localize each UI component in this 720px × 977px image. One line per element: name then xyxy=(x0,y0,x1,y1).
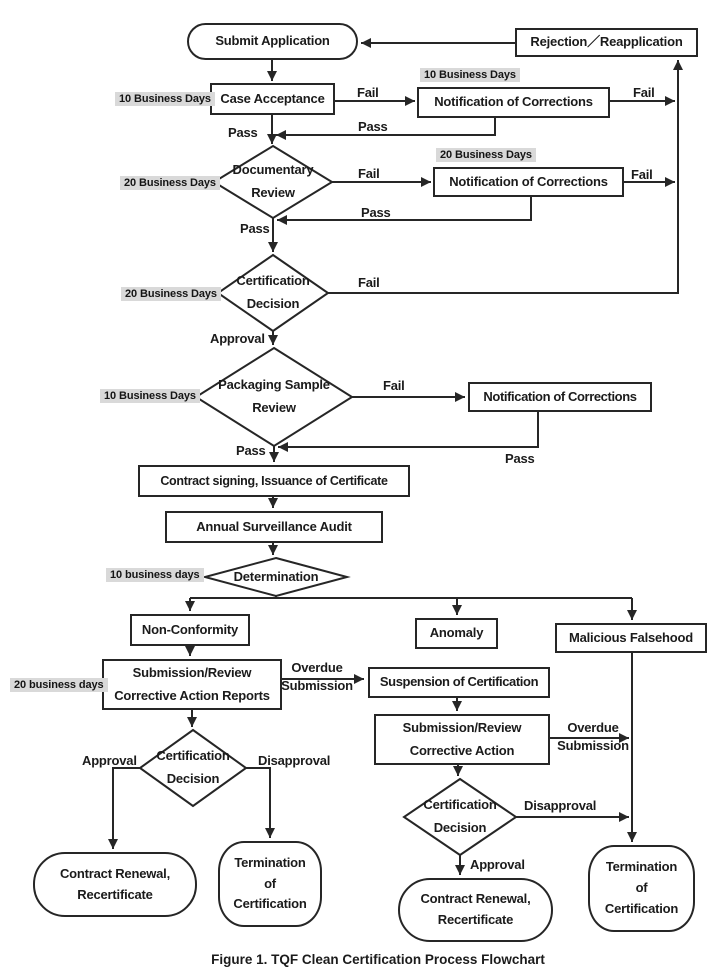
label-fail-case: Fail xyxy=(357,85,379,100)
node-suspension-of-certification: Suspension of Certification xyxy=(368,667,550,698)
node-corrective-action-reports: Submission/Review Corrective Action Repo… xyxy=(102,659,282,710)
node-malicious-falsehood: Malicious Falsehood xyxy=(555,623,707,653)
edge-certdec-fail-to-rejection xyxy=(328,60,683,294)
certification-decision-top-diamond xyxy=(216,253,330,333)
label-overdue-submission-2: Overdue Submission xyxy=(557,720,629,753)
edge-determination-branch xyxy=(190,595,632,599)
duration-determination: 10 business days xyxy=(106,568,204,582)
node-notification-of-corrections-3: Notification of Corrections xyxy=(468,382,652,412)
figure-caption: Figure 1. TQF Clean Certification Proces… xyxy=(211,952,545,967)
label-pass-return-notif2: Pass xyxy=(361,205,391,220)
node-anomaly: Anomaly xyxy=(415,618,498,649)
edge-notif3-pass-return xyxy=(278,412,539,452)
edge-certdec-left-approval xyxy=(108,767,140,849)
documentary-review-diamond xyxy=(212,144,334,220)
node-notification-of-corrections-2: Notification of Corrections xyxy=(433,167,624,197)
node-contract-renewal-left: Contract Renewal, Recertificate xyxy=(33,852,197,917)
label-fail-notif1: Fail xyxy=(633,85,655,100)
determination-diamond xyxy=(201,556,351,598)
label-fail-notif2: Fail xyxy=(631,167,653,182)
node-contract-renewal-right: Contract Renewal, Recertificate xyxy=(398,878,553,942)
label-fail-certdec: Fail xyxy=(358,275,380,290)
label-approval-certdec: Approval xyxy=(210,331,265,346)
label-fail-packaging: Fail xyxy=(383,378,405,393)
certification-decision-right-diamond xyxy=(402,777,518,857)
duration-notif-2: 20 Business Days xyxy=(436,148,536,162)
node-termination-right: Termination of Certification xyxy=(588,845,695,932)
label-pass-packaging: Pass xyxy=(236,443,266,458)
node-notification-of-corrections-1: Notification of Corrections xyxy=(417,87,610,118)
label-overdue-submission-1: Overdue Submission xyxy=(281,660,353,693)
duration-case-acceptance: 10 Business Days xyxy=(115,92,215,106)
label-pass-docreview: Pass xyxy=(240,221,270,236)
label-pass-case: Pass xyxy=(228,125,258,140)
duration-documentary-review: 20 Business Days xyxy=(120,176,220,190)
label-pass-return-notif3: Pass xyxy=(505,451,535,466)
node-rejection-reapplication: Rejection／Reapplication xyxy=(515,28,698,57)
node-corrective-action: Submission/Review Corrective Action xyxy=(374,714,550,765)
node-contract-signing: Contract signing, Issuance of Certificat… xyxy=(138,465,410,497)
node-annual-surveillance-audit: Annual Surveillance Audit xyxy=(165,511,383,543)
duration-packaging-review: 10 Business Days xyxy=(100,389,200,403)
duration-certification-decision: 20 Business Days xyxy=(121,287,221,301)
duration-corrective-reports: 20 business days xyxy=(10,678,108,692)
certification-decision-left-diamond xyxy=(138,728,248,808)
edge-certdec-left-disapproval xyxy=(246,767,275,838)
node-case-acceptance: Case Acceptance xyxy=(210,83,335,115)
node-termination-left: Termination of Certification xyxy=(218,841,322,927)
label-approval-left: Approval xyxy=(82,753,137,768)
label-fail-docreview: Fail xyxy=(358,166,380,181)
edge-notif1-pass-return xyxy=(276,118,496,140)
duration-notif-1: 10 Business Days xyxy=(420,68,520,82)
label-disapproval-left: Disapproval xyxy=(258,753,331,768)
label-disapproval-right: Disapproval xyxy=(524,798,597,813)
label-pass-return-notif1: Pass xyxy=(358,119,388,134)
label-approval-right: Approval xyxy=(470,857,525,872)
packaging-sample-review-diamond xyxy=(194,346,354,448)
node-submit-application: Submit Application xyxy=(187,23,358,60)
edge-notif2-pass-return xyxy=(277,197,532,225)
node-non-conformity: Non-Conformity xyxy=(130,614,250,646)
